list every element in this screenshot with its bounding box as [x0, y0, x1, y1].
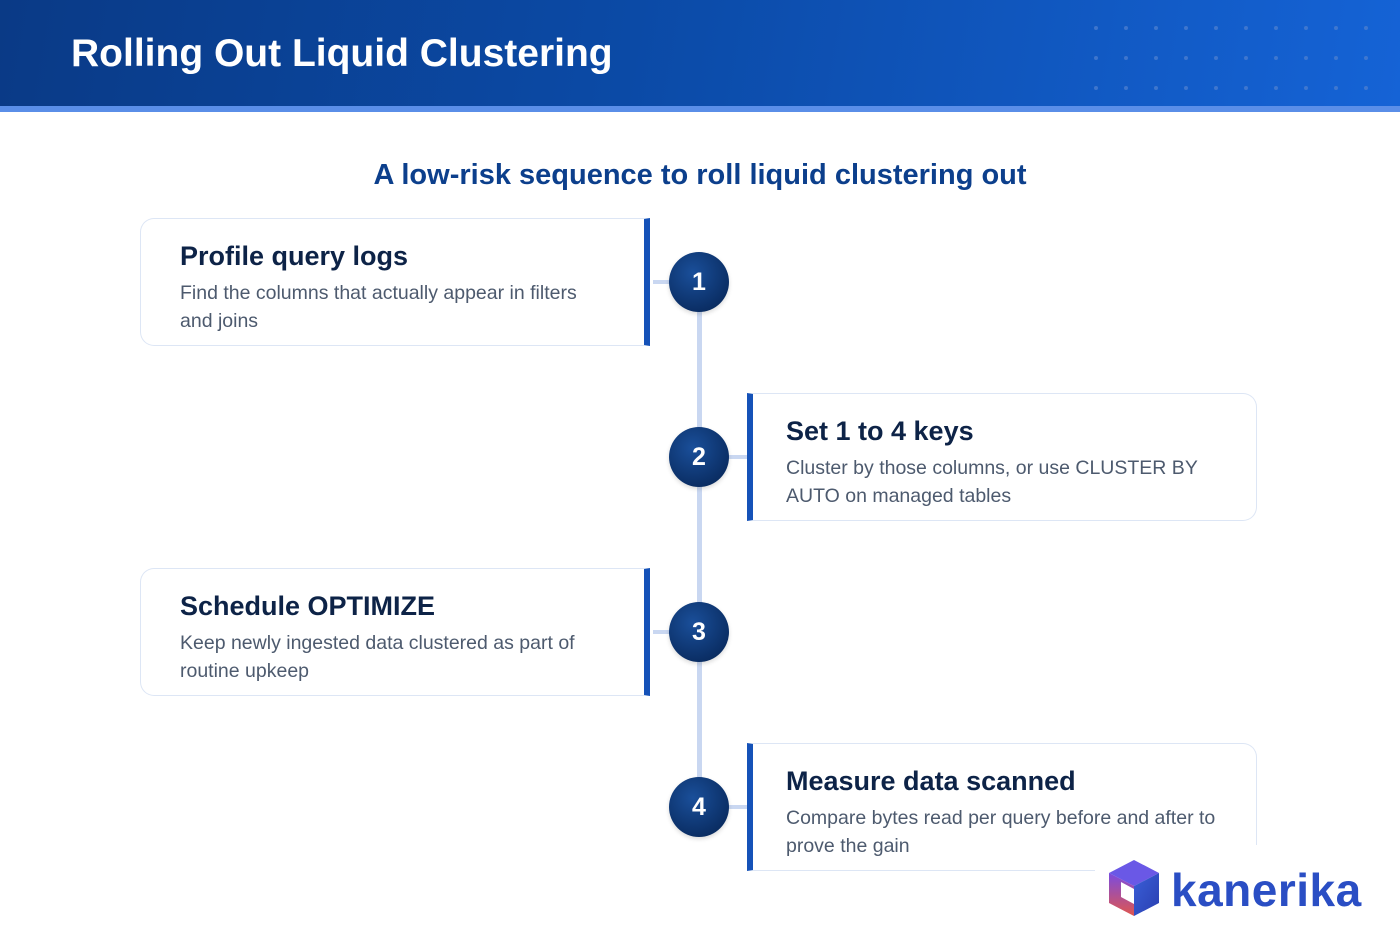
header-banner: Rolling Out Liquid Clustering	[0, 0, 1400, 106]
step-title: Schedule OPTIMIZE	[180, 591, 436, 621]
step-card-2: Set 1 to 4 keys Cluster by those columns…	[747, 393, 1257, 521]
step-number-badge-1: 1	[669, 252, 729, 312]
step-number-badge-2: 2	[669, 427, 729, 487]
step-title: Measure data scanned	[786, 766, 1076, 796]
diagram-subtitle: A low-risk sequence to roll liquid clust…	[373, 159, 1027, 191]
step-card-3: Schedule OPTIMIZE Keep newly ingested da…	[140, 568, 650, 696]
timeline-line	[697, 282, 702, 806]
step-number-badge-4: 4	[669, 777, 729, 837]
logo-wordmark: kanerika	[1171, 864, 1362, 916]
step-description: Find the columns that actually appear in…	[180, 282, 577, 332]
cube-logo-icon	[1109, 860, 1159, 916]
step-number-badge-3: 3	[669, 602, 729, 662]
header-accent-stripe	[0, 106, 1400, 112]
step-description: Keep newly ingested data clustered as pa…	[180, 632, 575, 682]
kanerika-logo: kanerika	[1095, 845, 1385, 945]
step-description: Compare bytes read per query before and …	[786, 807, 1216, 857]
page-title: Rolling Out Liquid Clustering	[71, 32, 613, 75]
dot-pattern-decoration	[1094, 26, 1368, 90]
step-card-1: Profile query logs Find the columns that…	[140, 218, 650, 346]
step-title: Set 1 to 4 keys	[786, 416, 974, 446]
step-description: Cluster by those columns, or use CLUSTER…	[786, 457, 1198, 507]
step-title: Profile query logs	[180, 241, 409, 271]
